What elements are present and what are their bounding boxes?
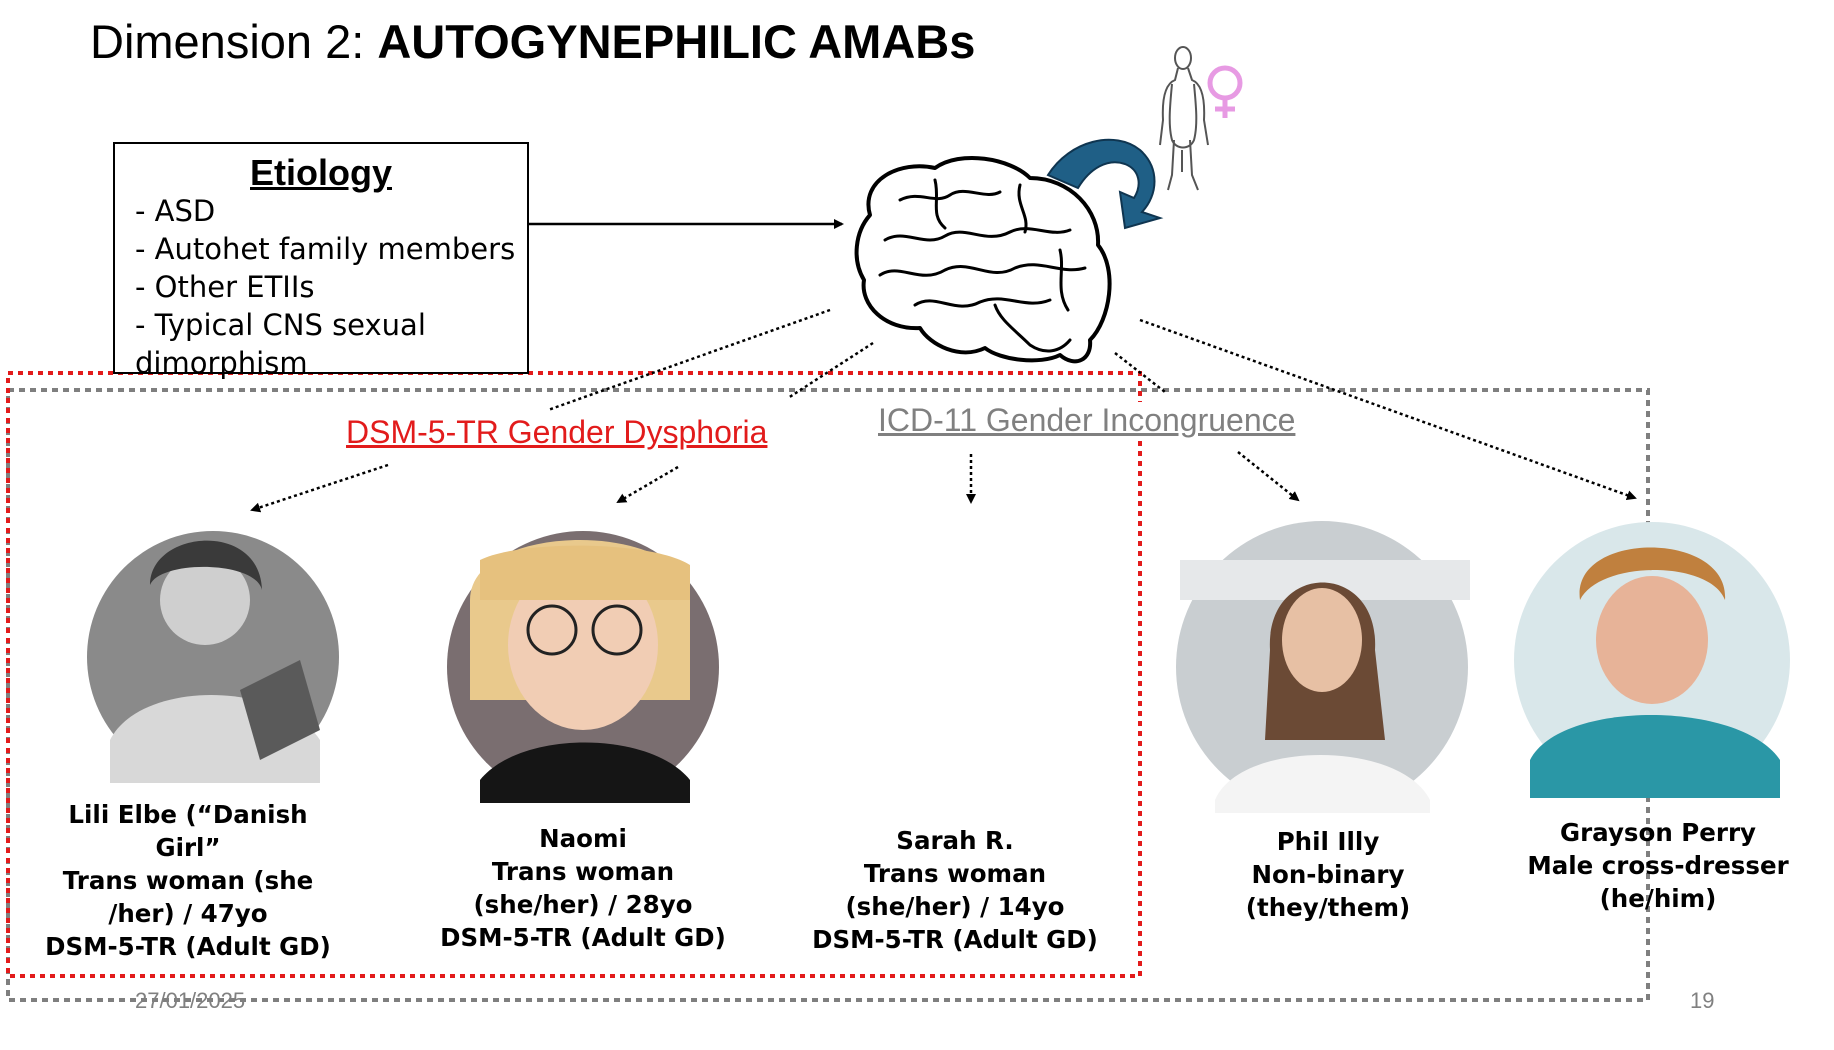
etiology-item: - Autohet family members (135, 232, 516, 266)
caption-line: Trans woman (491, 857, 675, 886)
etiology-item: - Typical CNS sexual (135, 308, 426, 342)
dsm-region-border (6, 371, 1142, 978)
caption-line: (she/her) / 28yo (473, 890, 693, 919)
female-figure-icon (1159, 46, 1209, 191)
female-symbol-icon (1207, 65, 1243, 118)
brain-to-icd-line-1 (1114, 352, 1166, 393)
etiology-list: - ASD - Autohet family members - Other ETI… (135, 192, 515, 382)
caption-lili-elbe: Lili Elbe (“Danish Girl” Trans woman (sh… (38, 798, 338, 963)
caption-line: (she/her) / 14yo (845, 892, 1065, 921)
icd-label[interactable]: ICD-11 Gender Incongruence (874, 402, 1300, 439)
caption-line: (they/them) (1245, 893, 1411, 922)
caption-line: DSM-5-TR (Adult GD) (45, 932, 331, 961)
footer-date: 27/01/2025 (135, 988, 246, 1013)
caption-line: DSM-5-TR (Adult GD) (812, 925, 1098, 954)
portrait-lili-elbe (87, 531, 339, 783)
etiology-item: - Other ETIIs (135, 270, 315, 304)
caption-phil-illy: Phil Illy Non-binary (they/them) (1178, 825, 1478, 924)
page-number: 19 (1690, 988, 1715, 1013)
caption-naomi: Naomi Trans woman (she/her) / 28yo DSM-5… (433, 822, 733, 954)
brain-to-dsm-line-1 (547, 308, 831, 412)
caption-line: Sarah R. (896, 826, 1014, 855)
caption-line: Lili Elbe (“Danish (68, 800, 308, 829)
brain-to-grayson-line (1139, 318, 1637, 500)
portrait-grayson-perry (1514, 522, 1790, 798)
etiology-item: dimorphism (135, 346, 308, 380)
caption-sarah-r: Sarah R. Trans woman (she/her) / 14yo DS… (805, 824, 1105, 956)
caption-line: Non-binary (1251, 860, 1405, 889)
caption-line: Grayson Perry (1559, 818, 1757, 847)
caption-line: Phil Illy (1276, 827, 1380, 856)
caption-line: /her) / 47yo (108, 899, 268, 928)
brain-icon (854, 156, 1112, 364)
brain-to-dsm-line-2 (787, 341, 874, 400)
title-prefix: Dimension 2: (90, 15, 378, 68)
icd-region-border (6, 388, 1650, 1002)
dsm-to-lili-arrow (250, 463, 389, 513)
title-bold: AUTOGYNEPHILIC AMABs (377, 15, 976, 68)
etiology-heading: Etiology (250, 152, 392, 193)
etiology-item: - ASD (135, 194, 216, 228)
caption-line: Trans woman (she (62, 866, 314, 895)
portrait-phil-illy (1176, 521, 1470, 813)
dsm-to-naomi-arrow (616, 465, 679, 504)
curved-arrow-icon (1046, 138, 1164, 230)
portrait-naomi (447, 531, 719, 803)
caption-line: Trans woman (863, 859, 1047, 888)
icd-to-phil-arrow (1237, 451, 1300, 502)
caption-line: DSM-5-TR (Adult GD) (440, 923, 726, 952)
caption-line: Girl” (155, 833, 221, 862)
caption-line: Naomi (539, 824, 627, 853)
dsm-label[interactable]: DSM-5-TR Gender Dysphoria (342, 414, 772, 451)
etiology-box: Etiology - ASD- Autohet family members- … (113, 142, 529, 380)
caption-grayson-perry: Grayson Perry Male cross-dresser (he/him… (1508, 816, 1808, 915)
caption-line: Male cross-dresser (1527, 851, 1789, 880)
page-title: Dimension 2: AUTOGYNEPHILIC AMABs (90, 14, 975, 69)
caption-line: (he/him) (1599, 884, 1717, 913)
